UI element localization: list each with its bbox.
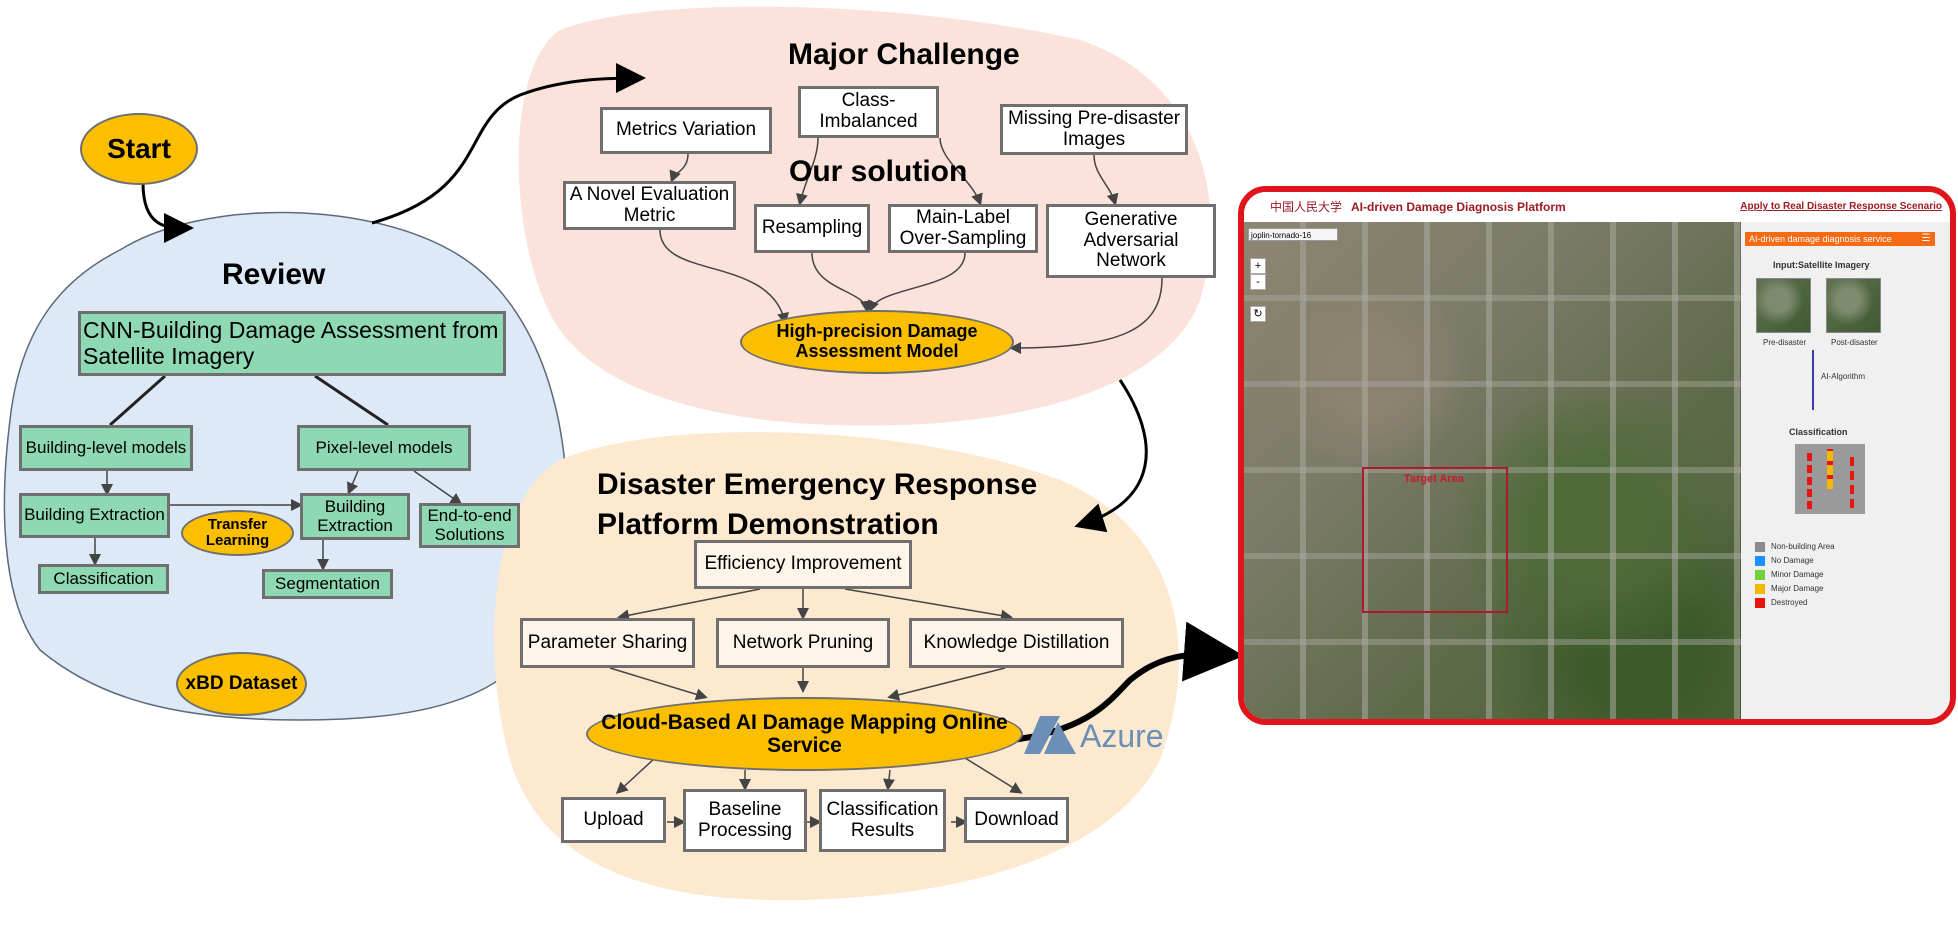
pixel-level-models-box: Pixel-level models [297, 425, 471, 471]
pre-disaster-thumbnail[interactable] [1756, 278, 1811, 333]
pre-disaster-label: Pre-disaster [1763, 338, 1807, 347]
missing-pre-disaster-box: Missing Pre-disaster Images [1000, 104, 1188, 155]
azure-logo [1024, 716, 1076, 754]
classification-results-box: Classification Results [819, 789, 946, 852]
efficiency-improvement-box: Efficiency Improvement [694, 540, 912, 589]
legend-label: Major Damage [1771, 584, 1824, 593]
end-to-end-box: End-to-end Solutions [419, 503, 520, 548]
platform-title: AI-driven Damage Diagnosis Platform [1351, 200, 1566, 214]
satellite-map[interactable]: joplin-tornado-16 + - ↻ Target Area [1244, 222, 1741, 719]
review-title: Review [222, 258, 326, 291]
zoom-out-button[interactable]: - [1250, 274, 1266, 290]
classification-label: Classification [1789, 427, 1848, 437]
legend-label: Non-building Area [1771, 542, 1835, 551]
knowledge-distillation-box: Knowledge Distillation [909, 618, 1124, 668]
parameter-sharing-box: Parameter Sharing [520, 618, 695, 668]
class-imbalanced-box: Class-Imbalanced [798, 86, 939, 138]
building-extraction-left-box: Building Extraction [19, 493, 170, 538]
legend-label: No Damage [1771, 556, 1814, 565]
target-area-box[interactable]: Target Area [1362, 467, 1508, 613]
building-level-models-box: Building-level models [19, 425, 193, 471]
apply-link[interactable]: Apply to Real Disaster Response Scenario [1740, 201, 1942, 212]
our-solution-title: Our solution [789, 155, 968, 188]
network-pruning-box: Network Pruning [716, 618, 890, 668]
challenge-title: Major Challenge [788, 38, 1020, 71]
legend-swatch [1755, 570, 1765, 580]
azure-label: Azure [1080, 718, 1164, 754]
segmentation-box: Segmentation [262, 569, 393, 599]
legend-swatch [1755, 584, 1765, 594]
target-area-label: Target Area [1404, 473, 1464, 485]
classification-box: Classification [38, 564, 169, 594]
legend-label: Minor Damage [1771, 570, 1824, 579]
menu-icon[interactable]: ☰ [1921, 233, 1931, 244]
legend-label: Destroyed [1771, 598, 1808, 607]
diagnosis-sidebar: AI-driven damage diagnosis service ☰ Inp… [1741, 222, 1950, 719]
post-disaster-thumbnail[interactable] [1826, 278, 1881, 333]
algorithm-label: AI-Algorithm [1821, 372, 1866, 381]
upload-box: Upload [561, 797, 666, 843]
xbd-dataset-node: xBD Dataset [176, 652, 307, 716]
legend-swatch [1755, 598, 1765, 608]
transfer-learning-node: Transfer Learning [181, 510, 294, 556]
service-header[interactable]: AI-driven damage diagnosis service [1745, 232, 1935, 246]
zoom-in-button[interactable]: + [1250, 258, 1266, 274]
legend-swatch [1755, 556, 1765, 566]
baseline-processing-box: Baseline Processing [683, 789, 807, 852]
post-disaster-label: Post-disaster [1831, 338, 1878, 347]
platform-title-line1: Disaster Emergency Response [597, 468, 1038, 501]
resampling-box: Resampling [754, 204, 870, 253]
university-logo: 中国人民大学 [1270, 200, 1343, 214]
high-precision-model-node: High-precision Damage Assessment Model [740, 310, 1014, 374]
platform-screenshot: 中国人民大学 AI-driven Damage Diagnosis Platfo… [1238, 186, 1956, 725]
main-label-oversampling-box: Main-Label Over-Sampling [888, 204, 1038, 253]
platform-header: 中国人民大学 AI-driven Damage Diagnosis Platfo… [1244, 192, 1950, 223]
gan-box: Generative Adversarial Network [1046, 204, 1216, 278]
novel-metric-box: A Novel Evaluation Metric [563, 181, 736, 230]
start-node: Start [80, 113, 198, 185]
algorithm-arrow-icon [1812, 350, 1814, 410]
cloud-service-node: Cloud-Based AI Damage Mapping Online Ser… [586, 697, 1023, 771]
reset-icon[interactable]: ↻ [1250, 306, 1266, 322]
scene-dropdown[interactable]: joplin-tornado-16 [1248, 228, 1338, 241]
building-extraction-right-box: Building Extraction [300, 493, 410, 540]
cnn-assessment-box: CNN-Building Damage Assessment from Sate… [78, 311, 506, 376]
input-label: Input:Satellite Imagery [1773, 260, 1870, 270]
classification-result-image [1795, 444, 1865, 514]
download-box: Download [964, 797, 1069, 843]
legend-swatch [1755, 542, 1765, 552]
platform-title-line2: Platform Demonstration [597, 508, 939, 541]
metrics-variation-box: Metrics Variation [600, 107, 772, 154]
